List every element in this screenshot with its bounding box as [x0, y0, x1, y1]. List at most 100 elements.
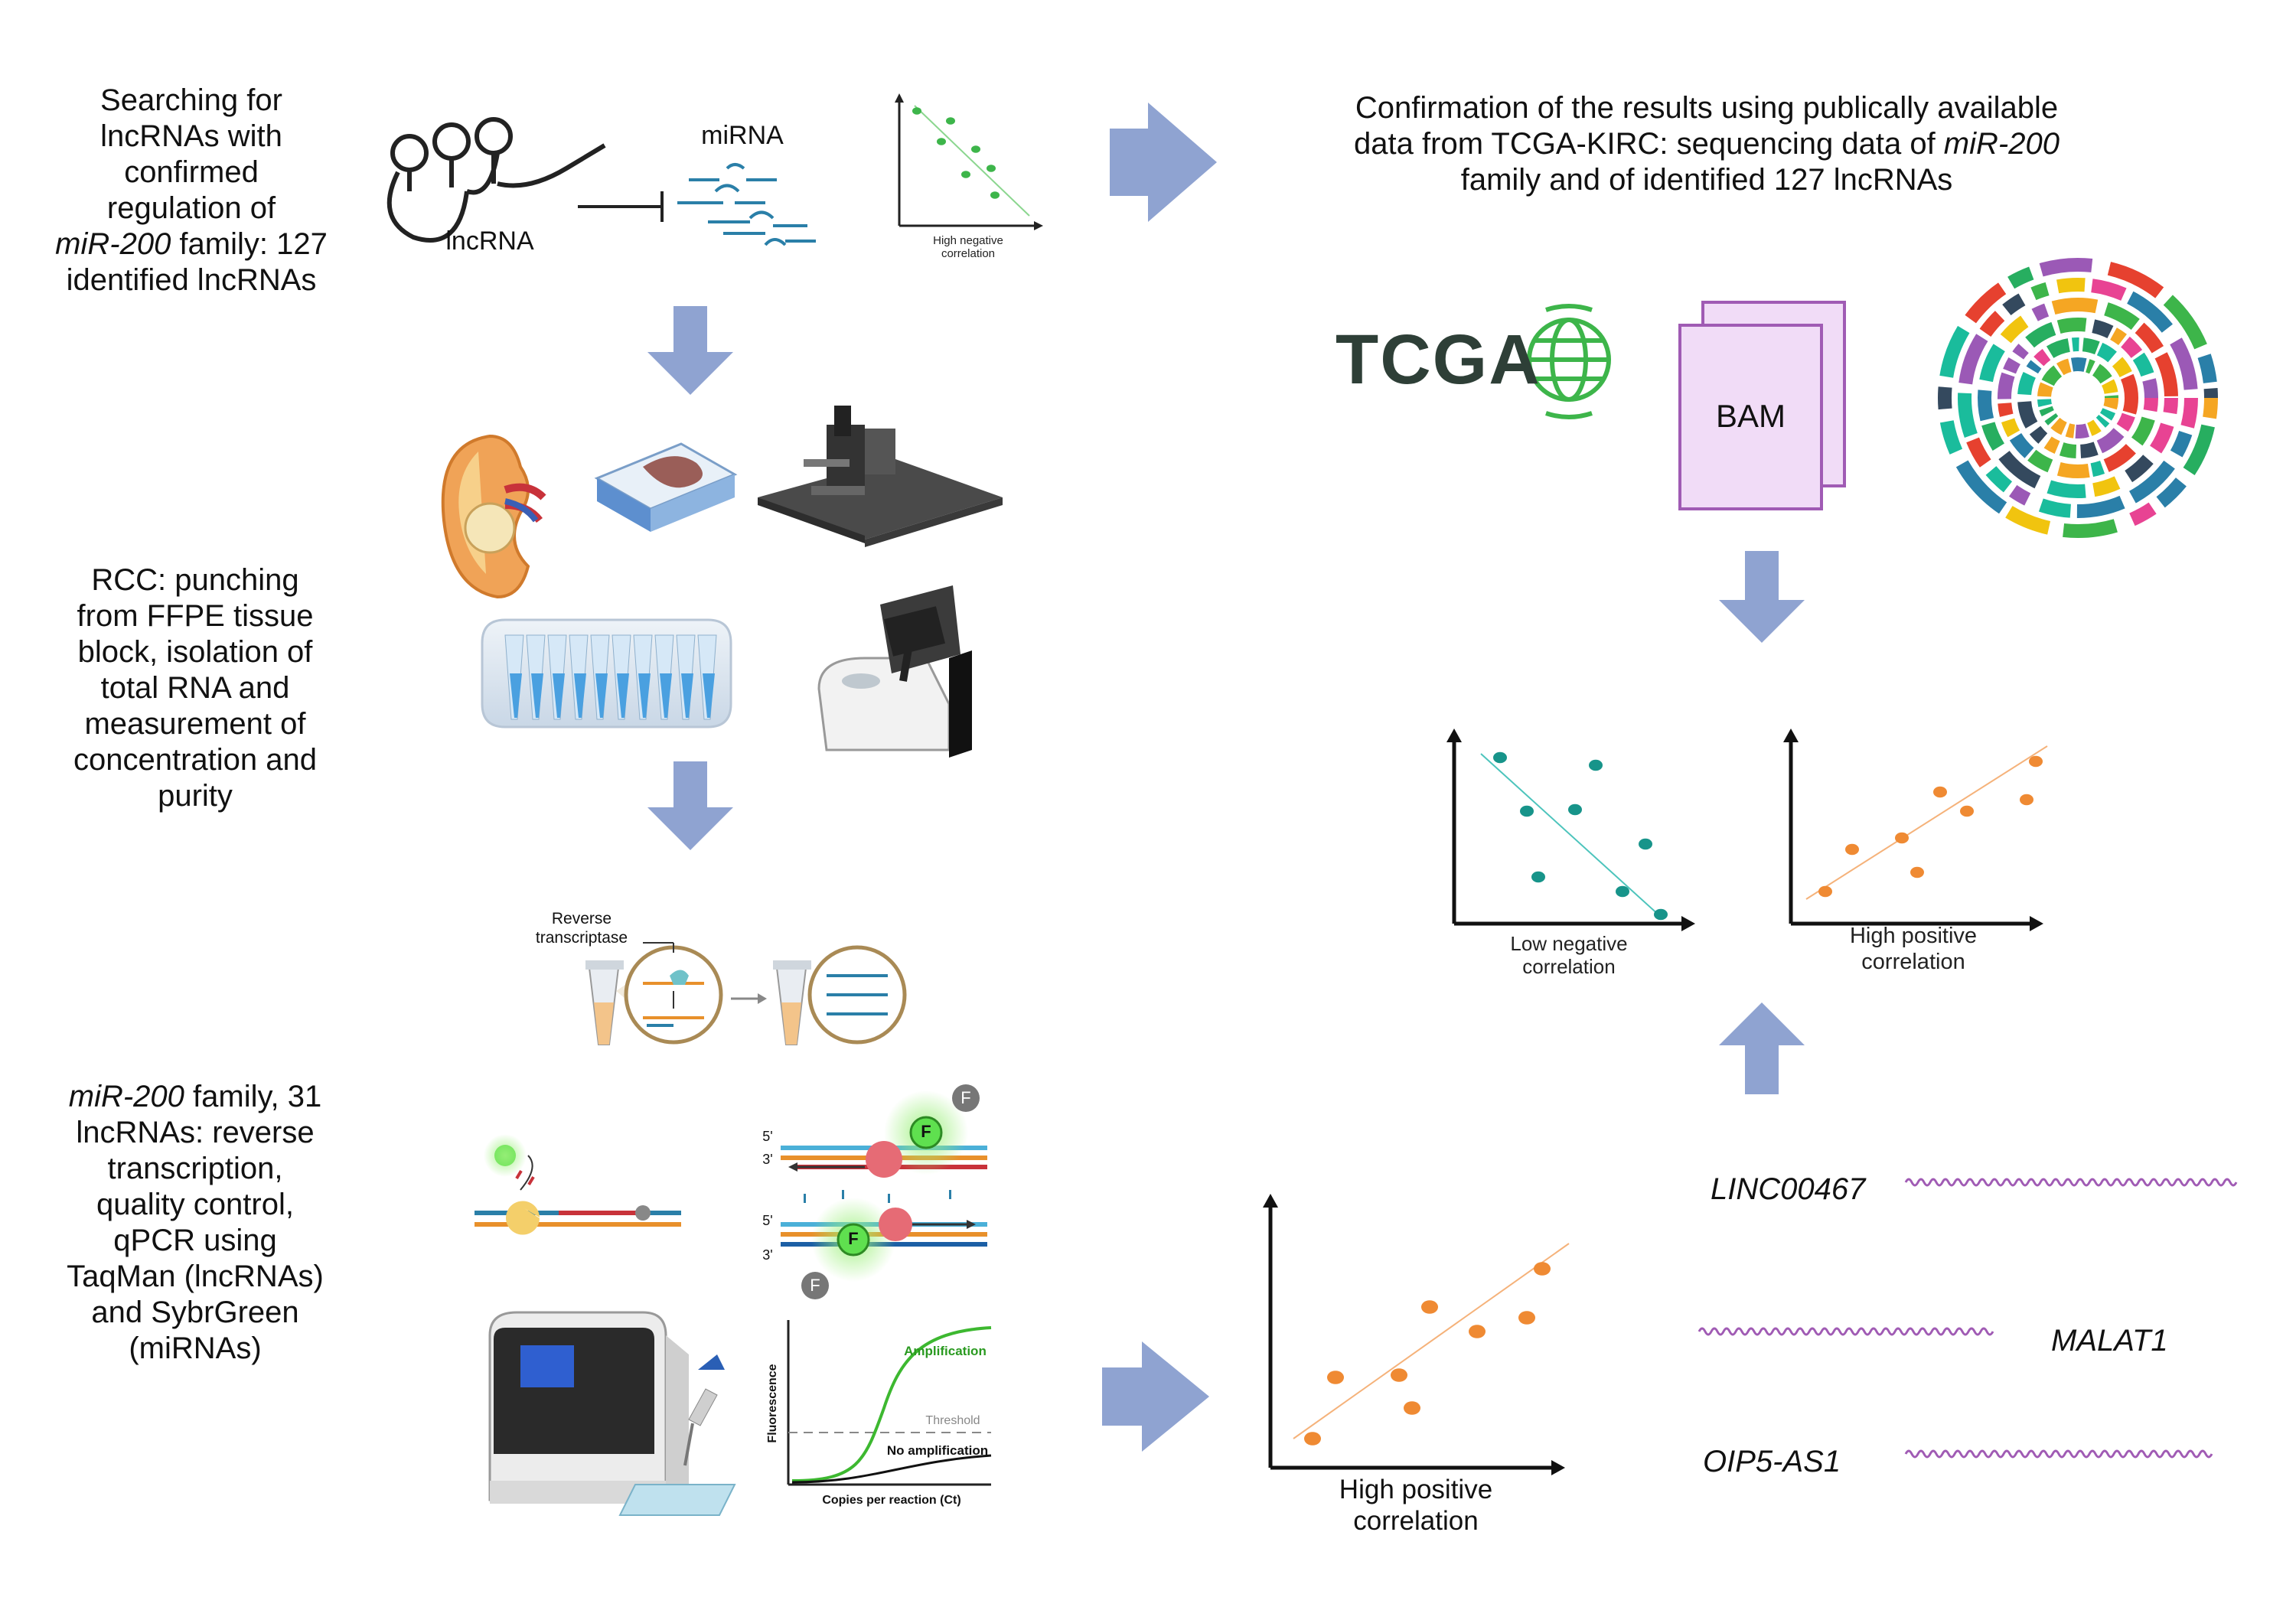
- circos-segment: [2001, 418, 2020, 438]
- circos-segment: [2043, 436, 2060, 454]
- circos-segment: [2037, 382, 2053, 397]
- text-line: confirmed: [124, 155, 259, 189]
- circos-segment: [2037, 399, 2052, 407]
- scatter-point: [1534, 1262, 1551, 1276]
- tcga-globe-icon: [1527, 304, 1611, 419]
- corr-label-low-negative: Low negative correlation: [1454, 932, 1684, 978]
- circos-segment: [2046, 338, 2070, 358]
- scatter-point: [971, 145, 980, 153]
- circos-segment: [2027, 449, 2053, 473]
- inhibition-line: [578, 191, 664, 222]
- scatter-point: [1421, 1300, 1438, 1314]
- circos-segment: [2090, 461, 2105, 478]
- text-line: regulation of: [106, 191, 276, 225]
- text-line: Reverse: [551, 910, 612, 927]
- gene-oip5-as1: OIP5-AS1: [1703, 1445, 1841, 1478]
- circos-segment: [2163, 398, 2178, 415]
- tube-liquid: [531, 673, 543, 718]
- circos-segment: [2183, 424, 2215, 475]
- tube-liquid: [595, 673, 608, 718]
- circos-segment: [2132, 352, 2154, 377]
- circos-segment: [2116, 412, 2135, 432]
- corr-label-high-positive-top: High positive correlation: [1799, 923, 2028, 975]
- text-line: correlation: [1353, 1506, 1479, 1536]
- lncrna-label: lncRNA: [445, 227, 534, 256]
- strand-label-5: 5': [762, 1129, 773, 1144]
- circos-segment: [2029, 425, 2048, 444]
- circos-segment: [2129, 460, 2175, 504]
- text-line: Searching for: [100, 83, 282, 117]
- circos-segment: [1938, 386, 1952, 410]
- text-line: quality control,: [96, 1188, 294, 1221]
- circos-segment: [2063, 519, 2118, 538]
- scatter-point: [2029, 755, 2043, 768]
- text-line: transcriptase: [535, 929, 628, 947]
- text-line: total RNA and: [100, 671, 290, 705]
- scatter-point: [1818, 885, 1832, 898]
- text-line: identified lncRNAs: [66, 263, 317, 297]
- circos-segment: [2000, 315, 2029, 344]
- tube-liquid: [703, 673, 715, 718]
- arrow-up-right: [1719, 1002, 1805, 1094]
- kidney-illustration: [441, 434, 546, 599]
- circos-segment: [2026, 360, 2042, 374]
- amplification-chart: [787, 1320, 992, 1486]
- strand-label-3b: 3': [762, 1247, 773, 1263]
- circos-segment: [2110, 328, 2127, 346]
- text-line: miR-200 family, 31: [23, 1079, 367, 1115]
- circos-segment: [2002, 293, 2026, 315]
- mini-chart-label: High negative correlation: [907, 234, 1029, 260]
- qpcr-machine: [488, 1311, 736, 1516]
- circos-segment: [2180, 398, 2198, 429]
- circos-segment: [2065, 423, 2076, 438]
- text-span: family, 31: [184, 1080, 322, 1113]
- scatter-point: [1520, 805, 1534, 817]
- circos-segment: [2076, 495, 2125, 518]
- text-line: measurement of: [84, 707, 306, 741]
- text-line: qPCR using: [113, 1224, 277, 1257]
- circos-segment: [2104, 395, 2118, 398]
- circos-segment: [2044, 412, 2059, 425]
- step-search-text: Searching for lncRNAs with confirmed reg…: [23, 83, 360, 298]
- text-line: RCC: punching: [91, 563, 299, 597]
- circos-segment: [2025, 321, 2056, 348]
- circos-segment: [2103, 444, 2136, 472]
- scatter-point: [1895, 832, 1909, 844]
- text-line: purity: [158, 779, 233, 813]
- circos-segment: [2009, 484, 2031, 506]
- circos-segment: [2038, 498, 2071, 518]
- circos-segment: [2075, 423, 2089, 438]
- fluor-label: F: [848, 1229, 859, 1248]
- scatter-point: [1531, 871, 1545, 883]
- circos-segment: [2156, 478, 2187, 508]
- text-span: data from TCGA-KIRC: sequencing data of: [1354, 127, 1944, 161]
- amp-ylabel: Fluorescence: [766, 1364, 779, 1443]
- scatter-point: [1933, 786, 1947, 798]
- tube-rack: [481, 618, 732, 729]
- circos-segment: [1965, 282, 2007, 324]
- circos-segment: [2143, 398, 2158, 412]
- circos-plot-icon: [1938, 258, 2218, 538]
- tube-liquid: [660, 673, 672, 718]
- circos-segment: [2170, 337, 2198, 390]
- step-rcc-text: RCC: punching from FFPE tissue block, is…: [23, 562, 367, 814]
- circos-segment: [2203, 388, 2218, 398]
- scatter-point: [1391, 1368, 1407, 1382]
- circos-segment: [2005, 506, 2051, 535]
- scatter-point: [1518, 1311, 1535, 1325]
- scatter-point: [1327, 1371, 1344, 1384]
- circos-segment: [2051, 297, 2099, 315]
- circos-segment: [2041, 365, 2063, 386]
- fluor-label: F: [960, 1088, 971, 1107]
- circos-segment: [2154, 352, 2178, 397]
- scatter-point: [1589, 759, 1603, 771]
- microscope-instrument: [758, 406, 1003, 547]
- circos-segment: [2087, 419, 2102, 436]
- circos-segment: [2012, 344, 2029, 360]
- flow-arrows: [647, 103, 1805, 1452]
- reverse-transcription-panel: [585, 942, 907, 1045]
- mirna-strands: [677, 163, 816, 246]
- circos-segment: [2170, 431, 2193, 458]
- circos-segment: [2092, 476, 2121, 497]
- circos-segment: [2092, 319, 2114, 338]
